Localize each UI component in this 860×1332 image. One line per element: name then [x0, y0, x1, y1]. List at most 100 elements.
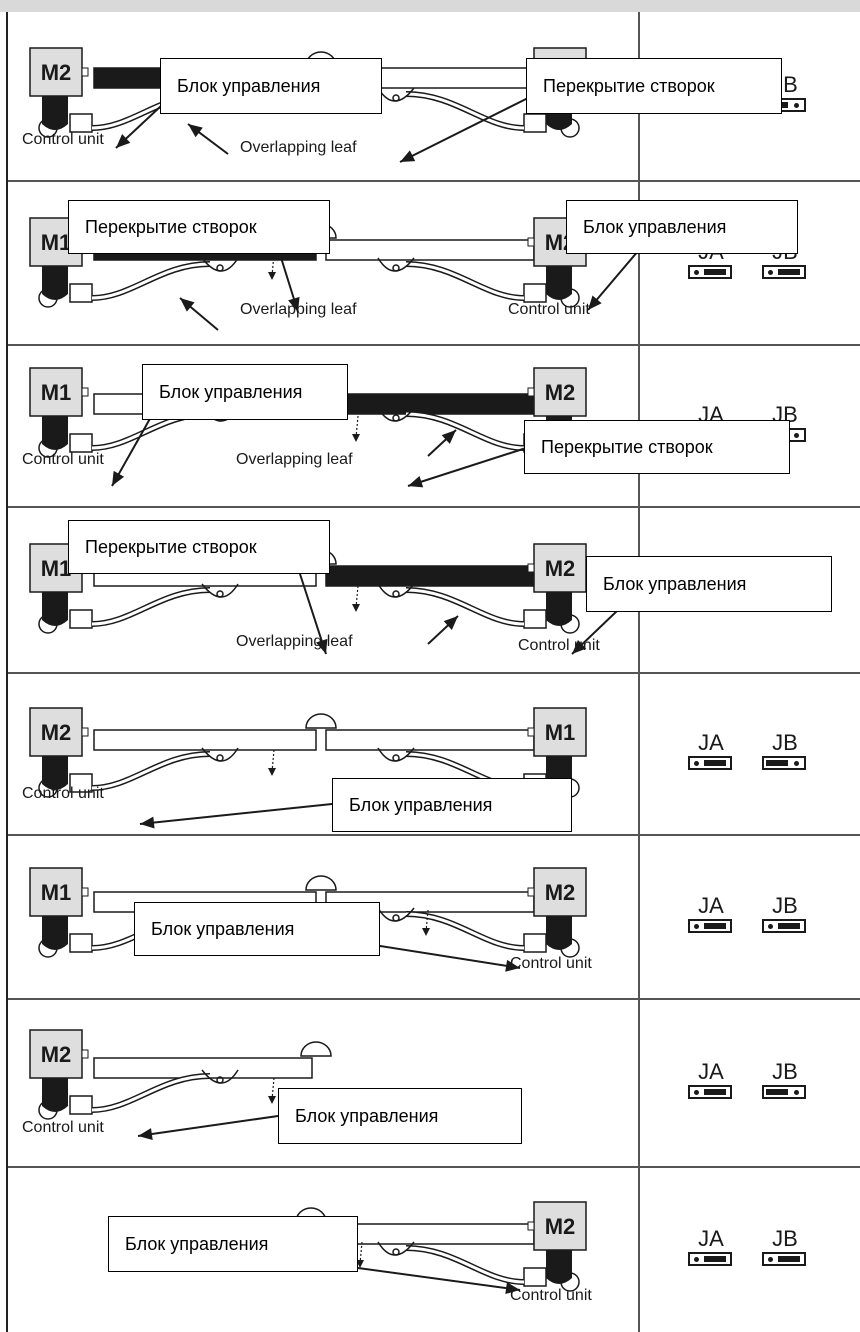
- motor-icon: M1: [29, 367, 89, 450]
- motor-icon: M2: [29, 707, 89, 790]
- row-separator: [8, 180, 860, 182]
- annotation-control-unit-ru: Блок управления: [108, 1216, 358, 1272]
- arrow-icon: [357, 1267, 521, 1295]
- motor-label: M1: [41, 556, 72, 581]
- motor-label: M2: [545, 1214, 576, 1239]
- top-bar: [0, 0, 860, 12]
- jumper-icon: [762, 756, 806, 770]
- arrow-icon: [179, 297, 219, 331]
- callout-label-control-unit: Control unit: [22, 1119, 104, 1136]
- ja-label: JA: [698, 1059, 724, 1084]
- motor-icon: M2: [29, 1029, 89, 1112]
- arrow-icon: [399, 93, 537, 163]
- arrow-icon: [407, 447, 527, 488]
- row-separator: [8, 672, 860, 674]
- motor-icon: M1: [527, 707, 587, 790]
- motor-label: M2: [41, 720, 72, 745]
- jb-label: JB: [772, 1226, 798, 1251]
- jumper-icon: [762, 1252, 806, 1266]
- row-separator: [8, 1166, 860, 1168]
- ja-label: JA: [698, 1226, 724, 1251]
- callout-label-control-unit: Control unit: [22, 785, 104, 802]
- jumper-icon: [762, 265, 806, 279]
- callout-label-overlapping-leaf: Overlapping leaf: [240, 139, 357, 156]
- row-separator: [8, 834, 860, 836]
- arrow-icon: [268, 253, 276, 280]
- motor-icon: M2: [527, 367, 587, 450]
- ja-label: JA: [698, 893, 724, 918]
- ja-label: JA: [698, 730, 724, 755]
- arrow-icon: [379, 945, 521, 972]
- callout-label-overlapping-leaf: Overlapping leaf: [236, 633, 353, 650]
- gate-leaf-icon: [325, 393, 535, 415]
- annotation-control-unit-ru: Блок управления: [332, 778, 572, 832]
- gate-leaf-icon: [325, 239, 535, 261]
- callout-label-control-unit: Control unit: [510, 955, 592, 972]
- arrow-icon: [111, 407, 157, 487]
- arrow-icon: [352, 585, 360, 612]
- jumper-icon: [688, 265, 732, 279]
- arrow-icon: [268, 1077, 276, 1104]
- lamp-icon: [305, 875, 337, 891]
- arrow-icon: [137, 1115, 279, 1140]
- motor-icon: M2: [29, 47, 89, 130]
- motor-label: M1: [41, 230, 72, 255]
- jb-label: JB: [772, 1059, 798, 1084]
- arrow-icon: [139, 803, 333, 829]
- ja-jumper: JA: [688, 1226, 734, 1272]
- annotation-control-unit-ru: Блок управления: [134, 902, 380, 956]
- jb-jumper: JB: [762, 1226, 808, 1272]
- callout-label-overlapping-leaf: Overlapping leaf: [240, 301, 357, 318]
- arrow-icon: [352, 415, 360, 442]
- lamp-icon: [300, 1041, 332, 1057]
- motor-label: M2: [41, 1042, 72, 1067]
- motor-label: M2: [545, 556, 576, 581]
- jumper-icon: [688, 756, 732, 770]
- callout-label-control-unit: Control unit: [22, 131, 104, 148]
- annotation-overlapping-leaf-ru: Перекрытие створок: [68, 200, 330, 254]
- arrow-icon: [268, 749, 276, 776]
- callout-label-control-unit: Control unit: [510, 1287, 592, 1304]
- lamp-icon: [305, 713, 337, 729]
- callout-label-control-unit: Control unit: [508, 301, 590, 318]
- motor-label: M2: [545, 880, 576, 905]
- annotation-control-unit-ru: Блок управления: [586, 556, 832, 612]
- jumper-icon: [688, 1085, 732, 1099]
- motor-icon: M2: [527, 1201, 587, 1284]
- jb-label: JB: [772, 893, 798, 918]
- arrow-icon: [356, 1241, 364, 1268]
- row-separator: [8, 998, 860, 1000]
- callout-label-overlapping-leaf: Overlapping leaf: [236, 451, 353, 468]
- motor-icon: M2: [527, 543, 587, 626]
- row-separator: [8, 506, 860, 508]
- jb-jumper: JB: [762, 730, 808, 776]
- arrow-icon: [299, 573, 328, 655]
- jumper-icon: [762, 1085, 806, 1099]
- arrow-icon: [187, 123, 229, 155]
- arrow-icon: [422, 909, 430, 936]
- motor-icon: M2: [527, 867, 587, 950]
- callout-label-control-unit: Control unit: [22, 451, 104, 468]
- arrow-icon: [277, 247, 300, 313]
- annotation-control-unit-ru: Блок управления: [142, 364, 348, 420]
- arrow-icon: [571, 609, 619, 655]
- annotation-overlapping-leaf-ru: Перекрытие створок: [524, 420, 790, 474]
- motor-label: M2: [545, 380, 576, 405]
- jb-label: JB: [772, 730, 798, 755]
- gate-leaf-icon: [325, 729, 535, 751]
- row-separator: [8, 344, 860, 346]
- arrow-icon: [427, 429, 457, 457]
- ja-jumper: JA: [688, 730, 734, 776]
- arrow-icon: [427, 615, 459, 645]
- jb-jumper: JB: [762, 1059, 808, 1105]
- ja-jumper: JA: [688, 1059, 734, 1105]
